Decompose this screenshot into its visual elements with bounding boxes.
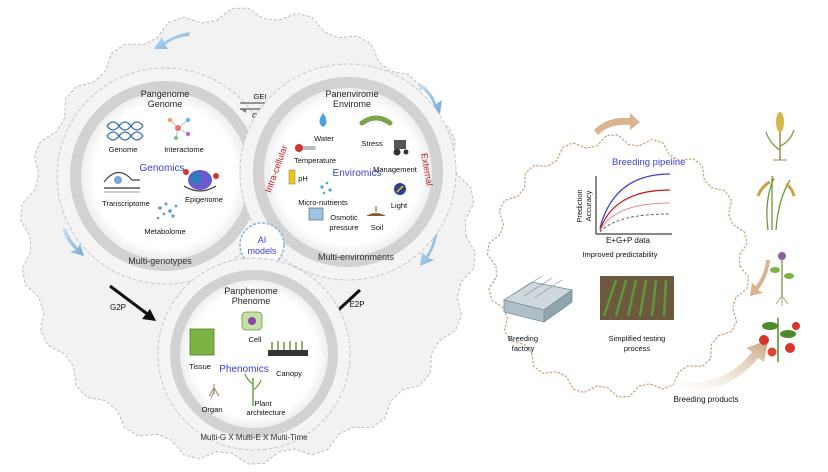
genome-circle: Pangenome Genome bbox=[56, 67, 274, 285]
organ-root-icon bbox=[208, 384, 220, 399]
osmotic-pressure-icon bbox=[308, 207, 324, 221]
breeding-pipeline-chart: Breeding pipeline Prediction Accuracy E+… bbox=[575, 157, 685, 259]
phenome-item-tissue: Tissue bbox=[189, 362, 211, 371]
cycle-arrow-top-left bbox=[154, 32, 190, 49]
dna-double-helix-icon bbox=[106, 121, 144, 141]
envirome-ring-label: Multi-environments bbox=[318, 252, 395, 262]
pipeline-xlabel: E+G+P data bbox=[606, 236, 650, 245]
pipeline-title: Breeding pipeline bbox=[612, 157, 685, 168]
envirome-item-ph: pH bbox=[298, 174, 308, 183]
pipeline-caption: Improved predictability bbox=[582, 250, 657, 259]
pipeline-curve-2 bbox=[599, 189, 671, 231]
phenome-item-organ: Organ bbox=[202, 405, 223, 414]
phenome-header-line2: Phenome bbox=[232, 296, 271, 306]
envirome-item-soil: Soil bbox=[371, 223, 384, 232]
testing-label-line1: Simplified testing bbox=[609, 334, 666, 343]
genome-item-metabolome: Metabolome bbox=[144, 227, 185, 236]
pipeline-curve-3 bbox=[599, 202, 671, 232]
g2p-arrow: G2P bbox=[109, 284, 156, 321]
envirome-item-osmotic: Osmotic bbox=[330, 213, 358, 222]
micro-nutrients-icon bbox=[320, 181, 332, 195]
phenome-ring-label: Multi-G X Multi-E X Multi-Time bbox=[200, 433, 308, 442]
epigenome-icon bbox=[183, 169, 219, 192]
light-bulb-icon bbox=[394, 183, 406, 195]
enviromics-label: Enviromics bbox=[333, 168, 382, 179]
pipeline-ylabel-line2: Accuracy bbox=[584, 190, 593, 221]
pipeline-curve-1 bbox=[599, 173, 671, 229]
envirome-item-temperature: Temperature bbox=[294, 156, 336, 165]
envirome-item-pressure: pressure bbox=[329, 223, 358, 232]
thermometer-icon bbox=[295, 144, 316, 152]
envirome-item-micro-nutrients: Micro-nutrients bbox=[298, 198, 348, 207]
factory-label-line1: Breeding bbox=[508, 334, 538, 343]
tomato-plant-icon bbox=[759, 318, 800, 362]
genome-ring-label: Multi-genotypes bbox=[128, 256, 192, 266]
breeding-products-label: Breeding products bbox=[674, 395, 739, 404]
phenome-item-canopy: Canopy bbox=[276, 369, 302, 378]
breeding-factory-greenhouse-icon bbox=[503, 275, 573, 323]
wheat-plant-icon bbox=[765, 112, 795, 161]
genomics-label: Genomics bbox=[139, 163, 184, 174]
gei-label: GEI bbox=[254, 92, 267, 101]
phenome-circle: Panphenome Phenome Cell Tissue Phenomics… bbox=[157, 257, 351, 451]
envirome-circle: Panenvirome Envirome Water Stress Temper… bbox=[239, 63, 457, 281]
e2p-label: E2P bbox=[349, 300, 364, 309]
envirome-item-stress: Stress bbox=[361, 139, 383, 148]
g2p-label: G2P bbox=[110, 303, 126, 312]
factory-label-line2: factory bbox=[512, 344, 535, 353]
pipeline-gear bbox=[486, 134, 750, 398]
envirome-item-management: Management bbox=[373, 165, 418, 174]
phenome-item-cell: Cell bbox=[249, 335, 262, 344]
cycle-arrow-left bbox=[62, 228, 84, 256]
tractor-icon bbox=[393, 140, 409, 156]
pipeline-ylabel-line1: Prediction bbox=[575, 189, 584, 222]
ph-strip-icon bbox=[288, 169, 296, 185]
rice-plant-icon bbox=[756, 176, 796, 231]
genome-item-transcriptome: Transcriptome bbox=[102, 199, 150, 208]
phenomics-label: Phenomics bbox=[219, 364, 268, 375]
soil-icon bbox=[366, 206, 386, 216]
cycle-arrow-right bbox=[420, 230, 438, 266]
water-drop-icon bbox=[319, 113, 327, 127]
tan-cycle-arrow-right bbox=[750, 260, 770, 296]
ai-label-line2: models bbox=[247, 246, 277, 256]
metabolome-icon bbox=[156, 202, 178, 220]
envirome-header-line2: Envirome bbox=[333, 99, 371, 109]
soybean-plant-icon bbox=[770, 252, 794, 306]
ai-label-line1: AI bbox=[258, 235, 267, 245]
tan-cycle-arrow-top bbox=[594, 113, 640, 135]
cell-icon bbox=[241, 311, 263, 331]
stress-caterpillar-icon bbox=[359, 115, 393, 126]
testing-label-line2: process bbox=[624, 344, 651, 353]
genome-header-line2: Genome bbox=[148, 99, 183, 109]
phenome-item-plant: Plant bbox=[254, 399, 272, 408]
tissue-icon bbox=[189, 328, 215, 356]
cycle-arrow-top-right bbox=[418, 82, 442, 114]
genome-item-interactome: Interactome bbox=[164, 145, 204, 154]
interactome-network-icon bbox=[167, 117, 191, 141]
genome-header-line1: Pangenome bbox=[141, 89, 190, 99]
canopy-icon bbox=[268, 341, 308, 356]
envirome-item-light: Light bbox=[391, 201, 408, 210]
envirome-header-line1: Panenvirome bbox=[325, 89, 378, 99]
testing-field-icon bbox=[600, 276, 674, 320]
transcriptome-icon bbox=[103, 171, 140, 193]
phenome-item-architecture: architecture bbox=[246, 408, 285, 417]
genome-item-epigenome: Epigenome bbox=[185, 195, 223, 204]
products-arrow bbox=[668, 340, 768, 391]
envirome-item-water: Water bbox=[314, 134, 334, 143]
phenome-header-line1: Panphenome bbox=[224, 286, 278, 296]
genome-item-genome: Genome bbox=[109, 145, 138, 154]
plant-architecture-icon bbox=[244, 373, 262, 406]
